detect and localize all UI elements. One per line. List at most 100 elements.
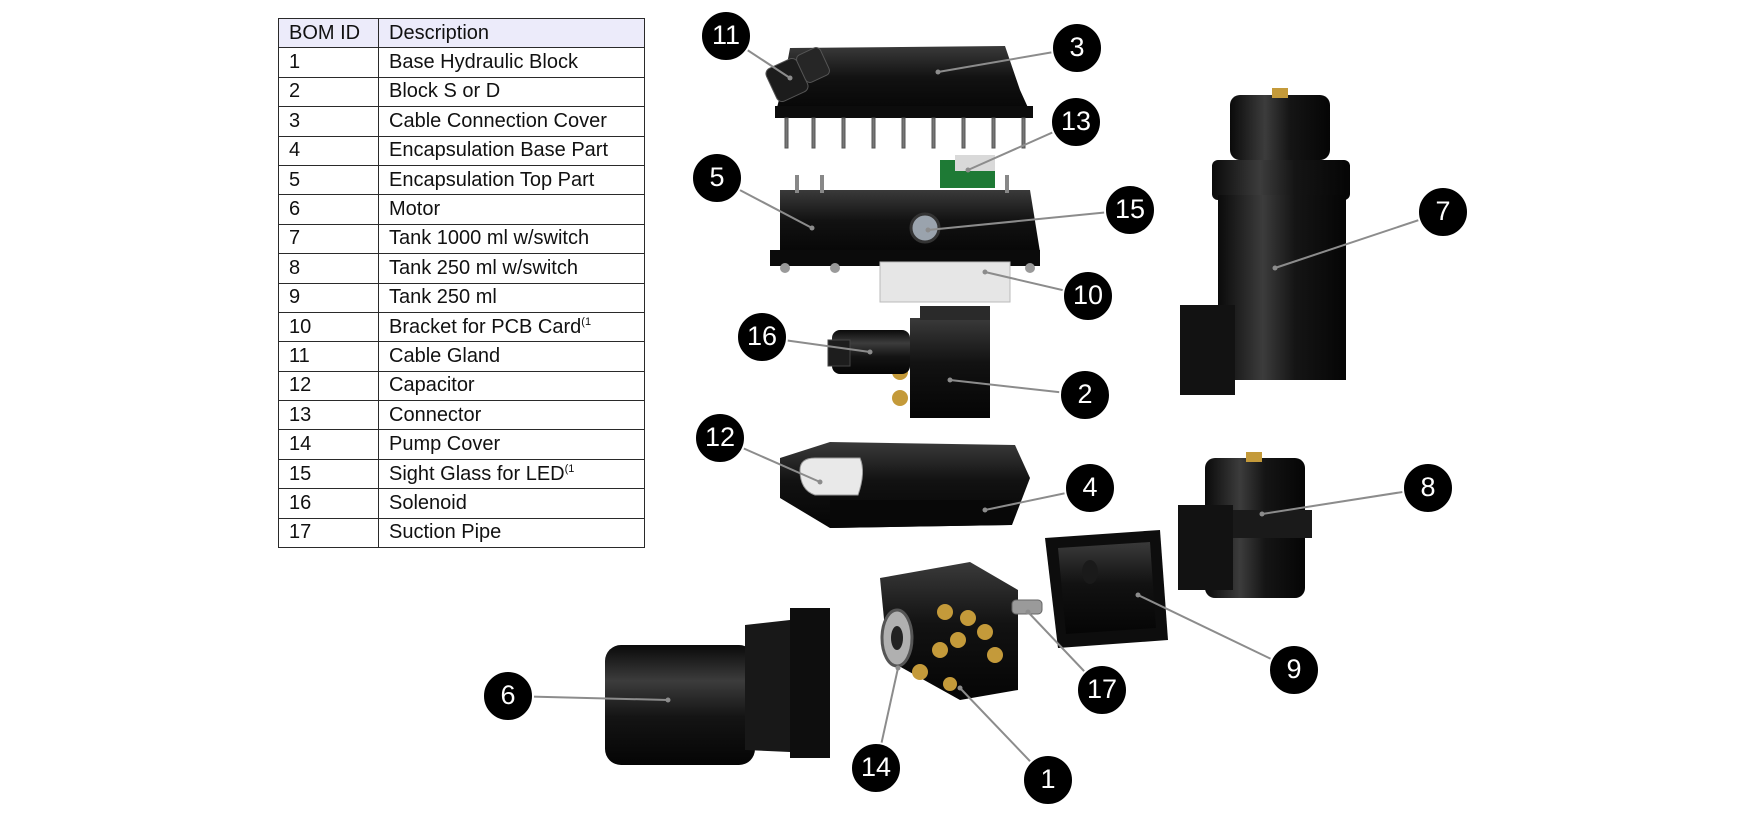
bom-row-id: 11 xyxy=(278,341,379,372)
callout-number: 12 xyxy=(705,422,735,452)
part-tank-250ml-switch xyxy=(1178,452,1312,598)
bom-row-description: Suction Pipe xyxy=(378,517,645,549)
callout-number: 14 xyxy=(861,752,891,782)
leader-anchor-dot xyxy=(867,349,873,355)
callout-circle xyxy=(691,152,743,204)
bom-row: 17 Suction Pipe xyxy=(278,517,645,549)
bom-row-description-text: Sight Glass for LED xyxy=(389,462,565,485)
bom-row-description: Tank 250 ml w/switch xyxy=(378,253,645,284)
callout-badge: 10 xyxy=(1062,270,1114,322)
leader-anchor-dot xyxy=(982,507,988,513)
bom-row-description-text: Capacitor xyxy=(389,374,475,397)
callout-number: 16 xyxy=(747,321,777,351)
callout-circle xyxy=(1104,184,1156,236)
callout-circle xyxy=(1022,754,1074,806)
bom-row-description-text: Bracket for PCB Card xyxy=(389,315,582,338)
bom-row-description: Block S or D xyxy=(378,76,645,108)
bom-row: 9 Tank 250 ml xyxy=(278,282,645,313)
callout-circle xyxy=(736,311,788,363)
bom-row-description: Encapsulation Top Part xyxy=(378,164,645,196)
callout-badge: 7 xyxy=(1417,186,1469,238)
part-motor xyxy=(605,608,830,765)
leader-line xyxy=(1261,487,1429,515)
callout-number: 4 xyxy=(1082,472,1097,502)
part-tank-250ml xyxy=(1045,530,1168,648)
bom-row-description-text: Pump Cover xyxy=(389,433,501,456)
callout-number: 11 xyxy=(712,20,740,50)
part-cable-connection-cover xyxy=(775,46,1033,149)
bom-row-id: 15 xyxy=(278,458,379,490)
part-connector xyxy=(940,155,995,188)
bom-row: 11 Cable Gland xyxy=(278,341,645,372)
bom-row-description: Pump Cover xyxy=(378,429,645,460)
callout-badge: 13 xyxy=(1050,96,1102,148)
callout-badge: 9 xyxy=(1268,644,1320,696)
callout-number: 6 xyxy=(500,680,515,710)
part-base-hydraulic-block xyxy=(880,562,1018,700)
bom-row-description-text: Tank 1000 ml w/switch xyxy=(389,227,590,250)
bom-row-description: Bracket for PCB Card(1 xyxy=(378,311,645,343)
callout-badge: 8 xyxy=(1402,462,1454,514)
leader-anchor-dot xyxy=(1259,511,1265,517)
callout-badge: 6 xyxy=(482,670,534,722)
callout-circle xyxy=(694,412,746,464)
callout-badge: 1 xyxy=(1022,754,1074,806)
leader-anchor-dot xyxy=(1135,592,1141,598)
leader-anchor-dot xyxy=(809,225,815,231)
bom-row-description-text: Encapsulation Base Part xyxy=(389,139,609,162)
callout-number: 8 xyxy=(1420,472,1435,502)
bom-row-description-text: Block S or D xyxy=(389,80,501,103)
callout-badge: 4 xyxy=(1064,462,1116,514)
bom-row-description-text: Tank 250 ml w/switch xyxy=(389,256,578,279)
leader-anchor-dot xyxy=(965,167,971,173)
bom-row-description-text: Encapsulation Top Part xyxy=(389,168,595,191)
bom-row-id: 9 xyxy=(278,282,379,313)
leader-anchor-dot xyxy=(817,479,823,485)
bom-row-description: Connector xyxy=(378,400,645,431)
bom-row-description-text: Tank 250 ml xyxy=(389,286,497,309)
callout-circle xyxy=(1064,462,1116,514)
part-pump-cover xyxy=(880,608,914,668)
callout-number: 3 xyxy=(1069,32,1084,62)
callout-circle xyxy=(1051,22,1103,74)
part-tank-1000ml xyxy=(1180,88,1350,395)
callout-circle xyxy=(850,742,902,794)
callout-number: 1 xyxy=(1040,764,1055,794)
callout-circle xyxy=(1076,664,1128,716)
part-bracket-pcb xyxy=(879,261,1011,303)
bom-row-description: Capacitor xyxy=(378,370,645,402)
leader-anchor-dot xyxy=(665,697,671,703)
bom-header-description: Description xyxy=(378,17,645,49)
callout-badge: 3 xyxy=(1051,22,1103,74)
callout-circle xyxy=(1059,369,1111,421)
bom-row-description-text: Solenoid xyxy=(389,491,467,514)
leader-anchor-dot xyxy=(1025,609,1031,615)
bom-row-description: Cable Gland xyxy=(378,341,645,372)
bom-row: 8 Tank 250 ml w/switch xyxy=(278,253,645,284)
callout-circle xyxy=(700,10,752,62)
callout-number: 7 xyxy=(1435,196,1450,226)
callout-circle xyxy=(1402,462,1454,514)
part-capacitor xyxy=(799,457,864,496)
bom-row-id: 17 xyxy=(278,517,379,549)
leader-anchor-dot xyxy=(925,227,931,233)
bom-row-description-text: Cable Gland xyxy=(389,344,501,367)
callout-badge: 2 xyxy=(1059,369,1111,421)
bom-row-id: 13 xyxy=(278,400,379,431)
bom-row-id: 8 xyxy=(278,253,379,284)
leader-anchor-dot xyxy=(957,685,963,691)
bom-row-footnote: (1 xyxy=(564,462,575,475)
bom-row-description-text: Suction Pipe xyxy=(389,521,502,544)
bom-row-description: Solenoid xyxy=(378,488,645,519)
callout-badge: 15 xyxy=(1104,184,1156,236)
